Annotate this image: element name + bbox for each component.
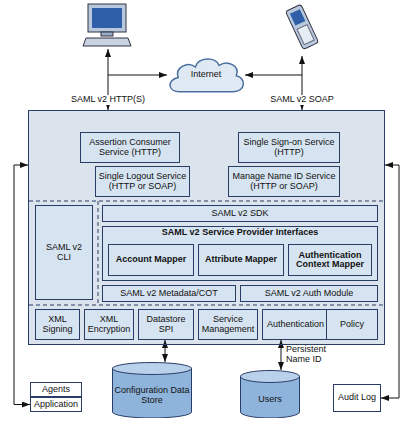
node-text: Service Management xyxy=(201,315,255,334)
phone-icon xyxy=(285,4,318,49)
component-box: Authentication xyxy=(262,309,329,340)
service-box: Manage Name ID Service (HTTP or SOAP) xyxy=(228,166,340,197)
client-box: Application xyxy=(30,397,82,412)
cli-box: SAML v2 CLI xyxy=(35,205,93,300)
keyboard xyxy=(83,38,131,46)
sdk-bar: SAML v2 SDK xyxy=(102,205,378,222)
metadata-bar: SAML v2 Metadata/COT xyxy=(102,285,236,302)
component-box: Service Management xyxy=(198,309,258,340)
icon-link xyxy=(108,49,109,75)
interface-group: Account Mapper Attribute Mapper Authentica… xyxy=(102,226,378,281)
node-text: Single Logout Service (HTTP or SOAP) xyxy=(98,172,187,191)
node-text: Datastore SPI xyxy=(141,315,191,334)
screen xyxy=(92,8,122,28)
mapper-box: Account Mapper xyxy=(108,244,194,276)
cylinder-body xyxy=(113,368,192,418)
node-text: Account Mapper xyxy=(116,255,187,264)
node-text: XML Encryption xyxy=(87,315,131,334)
node-text: Policy xyxy=(340,320,364,329)
dashed-divider xyxy=(29,201,384,202)
node-text: SAML v2 Service Provider Interfaces xyxy=(162,228,318,237)
node-text: Audit Log xyxy=(338,393,376,402)
user-store: Users xyxy=(240,370,300,418)
frame-fill xyxy=(28,110,385,345)
component-box: XML Signing xyxy=(35,309,80,340)
cylinder-top xyxy=(241,371,300,383)
node-text: Internet xyxy=(191,70,222,79)
service-box: Single Sign-on Service (HTTP) xyxy=(238,132,340,163)
node-text: Application xyxy=(34,400,78,409)
service-box: Single Logout Service (HTTP or SOAP) xyxy=(95,166,190,197)
node-text: Agents xyxy=(42,385,70,394)
node-text: SAML v2 Metadata/COT xyxy=(120,289,218,298)
monitor xyxy=(88,4,126,32)
connector xyxy=(381,165,399,398)
phone-keys xyxy=(297,25,314,45)
node-text: Authentication Context Mapper xyxy=(291,251,369,270)
internet-cloud: Internet xyxy=(165,55,247,95)
node-text: SAML v2 CLI xyxy=(38,243,90,262)
node-text: Single Sign-on Service (HTTP) xyxy=(241,138,337,157)
data-store: Configuration Data Store xyxy=(112,362,192,418)
computer-icon xyxy=(83,4,131,46)
node-text: Configuration Data Store xyxy=(114,386,190,405)
auth-module-bar: SAML v2 Auth Module xyxy=(240,285,378,302)
connector xyxy=(165,340,166,362)
mapper-box: Attribute Mapper xyxy=(198,244,284,276)
audit-box: Audit Log xyxy=(333,384,381,412)
node-text: Assertion Consumer Service (HTTP) xyxy=(83,138,177,157)
phone-body xyxy=(285,4,318,49)
cloud-path xyxy=(170,59,243,92)
system-frame: Assertion Consumer Service (HTTP) Single … xyxy=(28,110,385,345)
node-text: SAML v2 SDK xyxy=(211,209,268,218)
component-box: Datastore SPI xyxy=(138,309,194,340)
mapper-box: Authentication Context Mapper xyxy=(288,244,372,276)
edge-label: SAML v2 SOAP xyxy=(268,95,336,105)
phone-screen xyxy=(290,9,305,25)
service-box: Assertion Consumer Service (HTTP) xyxy=(80,132,180,163)
component-box: XML Encryption xyxy=(84,309,134,340)
edge-label: Persistent Name ID xyxy=(286,345,336,365)
node-text: Authentication xyxy=(267,320,324,329)
node-text: Attribute Mapper xyxy=(205,255,277,264)
dashed-divider xyxy=(98,201,99,305)
cylinder-top xyxy=(113,363,192,375)
node-text: Manage Name ID Service (HTTP or SOAP) xyxy=(231,172,337,191)
node-text: XML Signing xyxy=(38,315,77,334)
client-box: Agents xyxy=(30,382,82,397)
stand xyxy=(101,32,113,36)
icon-link xyxy=(302,56,303,75)
dashed-divider xyxy=(29,305,384,306)
node-text: SAML v2 Auth Module xyxy=(265,289,354,298)
edge-label: SAML v2 HTTP(S) xyxy=(69,95,147,105)
node-text: Users xyxy=(258,395,282,404)
component-box: Policy xyxy=(326,309,378,340)
